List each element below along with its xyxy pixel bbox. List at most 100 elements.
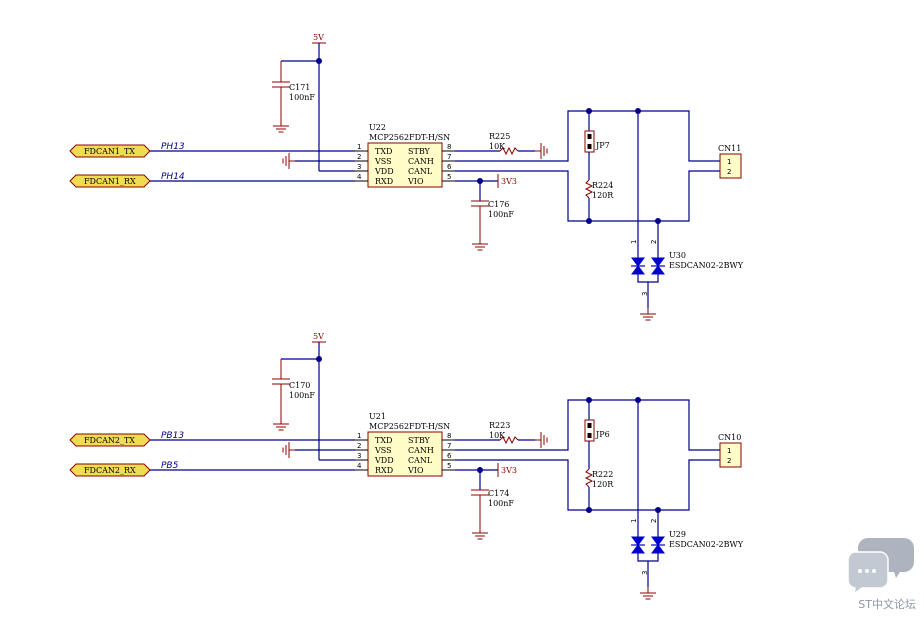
svg-text:CANH: CANH — [408, 157, 434, 166]
svg-text:U21: U21 — [369, 412, 386, 421]
port-label: FDCAN1_TX — [84, 147, 135, 156]
svg-text:VSS: VSS — [374, 157, 392, 166]
svg-text:3V3: 3V3 — [501, 466, 517, 475]
svg-text:R225: R225 — [489, 132, 510, 141]
svg-text:C176: C176 — [488, 200, 509, 209]
capacitor-c170: C170 100nF — [272, 359, 315, 431]
cap-value: 100nF — [289, 93, 315, 102]
svg-text:2: 2 — [357, 153, 361, 161]
svg-text:1: 1 — [357, 143, 361, 151]
svg-text:3: 3 — [641, 292, 649, 296]
svg-text:6: 6 — [447, 163, 452, 171]
svg-text:5V: 5V — [313, 332, 324, 341]
svg-text:FDCAN2_TX: FDCAN2_TX — [84, 436, 135, 445]
capacitor-c174: C174 100nF — [471, 489, 514, 540]
svg-text:7: 7 — [447, 442, 451, 450]
svg-text:JP6: JP6 — [595, 430, 610, 439]
svg-text:2: 2 — [727, 457, 731, 465]
port-fdcan1-tx: FDCAN1_TX — [69, 144, 151, 158]
power-5v-label: 5V — [313, 33, 324, 42]
svg-text:1: 1 — [630, 240, 638, 244]
svg-text:7: 7 — [447, 153, 451, 161]
svg-text:10K: 10K — [489, 431, 506, 440]
svg-text:1: 1 — [357, 432, 361, 440]
capacitor-c171: C171 100nF — [272, 61, 315, 133]
tvs-diode-u30: 1 2 3 U30 ESDCAN02-2BWY — [630, 240, 744, 321]
svg-text:CN11: CN11 — [718, 144, 741, 153]
transceiver-u22: U22 MCP2562FDT-H/SN 1 2 3 4 8 7 6 5 TXD … — [355, 123, 455, 188]
tvs-diode-u29: 1 2 3 U29 ESDCAN02-2BWY — [630, 519, 744, 600]
svg-text:2: 2 — [650, 519, 658, 523]
svg-text:STBY: STBY — [408, 147, 431, 156]
ic-ref: U22 — [369, 123, 386, 132]
svg-text:VSS: VSS — [374, 446, 392, 455]
svg-text:120R: 120R — [592, 191, 614, 200]
svg-text:JP7: JP7 — [595, 141, 610, 150]
chat-bubble-icon — [847, 538, 914, 596]
svg-text:3: 3 — [357, 452, 361, 460]
svg-text:R223: R223 — [489, 421, 510, 430]
svg-text:U30: U30 — [669, 251, 686, 260]
svg-text:8: 8 — [447, 432, 451, 440]
resistor-r224: R224 120R — [584, 179, 614, 200]
svg-text:VIO: VIO — [407, 177, 424, 186]
connector-cn10: CN10 1 2 — [718, 433, 742, 468]
svg-text:FDCAN2_RX: FDCAN2_RX — [84, 466, 136, 475]
ic-part: MCP2562FDT-H/SN — [369, 133, 450, 142]
svg-text:RXD: RXD — [375, 177, 393, 186]
svg-text:6: 6 — [447, 452, 452, 460]
jumper-jp7: JP7 — [584, 130, 610, 153]
resistor-r225: R225 10K — [489, 132, 519, 156]
svg-text:PB5: PB5 — [161, 461, 179, 471]
svg-text:MCP2562FDT-H/SN: MCP2562FDT-H/SN — [369, 422, 450, 431]
svg-text:5: 5 — [447, 462, 451, 470]
svg-text:VDD: VDD — [374, 167, 394, 176]
svg-text:10K: 10K — [489, 142, 506, 151]
can-channel-2: 5V C170 100nF FDCAN2_TX PB13 FDCAN2_RX P… — [69, 332, 744, 600]
svg-text:1: 1 — [630, 519, 638, 523]
capacitor-c176: C176 100nF — [471, 200, 514, 251]
port-fdcan1-rx: FDCAN1_RX — [69, 174, 151, 188]
svg-text:VIO: VIO — [407, 466, 424, 475]
svg-text:100nF: 100nF — [488, 499, 514, 508]
resistor-r223: R223 10K — [489, 421, 519, 445]
transceiver-u21: U21 MCP2562FDT-H/SN 1 2 3 4 8 7 6 5 TXD … — [355, 412, 455, 477]
svg-text:TXD: TXD — [375, 147, 392, 156]
svg-text:120R: 120R — [592, 480, 614, 489]
svg-text:C170: C170 — [289, 381, 310, 390]
svg-text:ESDCAN02-2BWY: ESDCAN02-2BWY — [669, 540, 744, 549]
resistor-r222: R222 120R — [584, 468, 614, 489]
cap-ref: C171 — [289, 83, 310, 92]
connector-cn11: CN11 1 2 — [718, 144, 742, 179]
svg-text:VDD: VDD — [374, 456, 394, 465]
net-label-tx: PH13 — [161, 142, 185, 152]
svg-text:R224: R224 — [592, 181, 613, 190]
port-fdcan2-tx: FDCAN2_TX — [69, 433, 151, 447]
svg-text:1: 1 — [727, 158, 731, 166]
svg-text:CANL: CANL — [408, 167, 433, 176]
svg-text:2: 2 — [727, 168, 731, 176]
svg-text:CANL: CANL — [408, 456, 433, 465]
jumper-jp6: JP6 — [584, 419, 610, 442]
svg-text:TXD: TXD — [375, 436, 392, 445]
svg-text:U29: U29 — [669, 530, 686, 539]
port-label: FDCAN1_RX — [84, 177, 136, 186]
net-label-rx: PH14 — [161, 172, 185, 182]
svg-text:4: 4 — [357, 462, 362, 470]
svg-text:2: 2 — [357, 442, 361, 450]
svg-text:CN10: CN10 — [718, 433, 741, 442]
svg-text:3: 3 — [641, 571, 649, 575]
svg-text:3V3: 3V3 — [501, 177, 517, 186]
port-fdcan2-rx: FDCAN2_RX — [69, 463, 151, 477]
svg-text:RXD: RXD — [375, 466, 393, 475]
svg-text:CANH: CANH — [408, 446, 434, 455]
svg-text:ESDCAN02-2BWY: ESDCAN02-2BWY — [669, 261, 744, 270]
svg-text:5: 5 — [447, 173, 451, 181]
watermark-text: ST中文论坛 — [858, 598, 916, 611]
svg-text:PB13: PB13 — [161, 431, 184, 441]
svg-text:100nF: 100nF — [289, 391, 315, 400]
can-channel-1: 5V C171 100nF FDCAN1_TX PH13 FDCAN1_R — [69, 33, 744, 321]
svg-text:C174: C174 — [488, 489, 509, 498]
